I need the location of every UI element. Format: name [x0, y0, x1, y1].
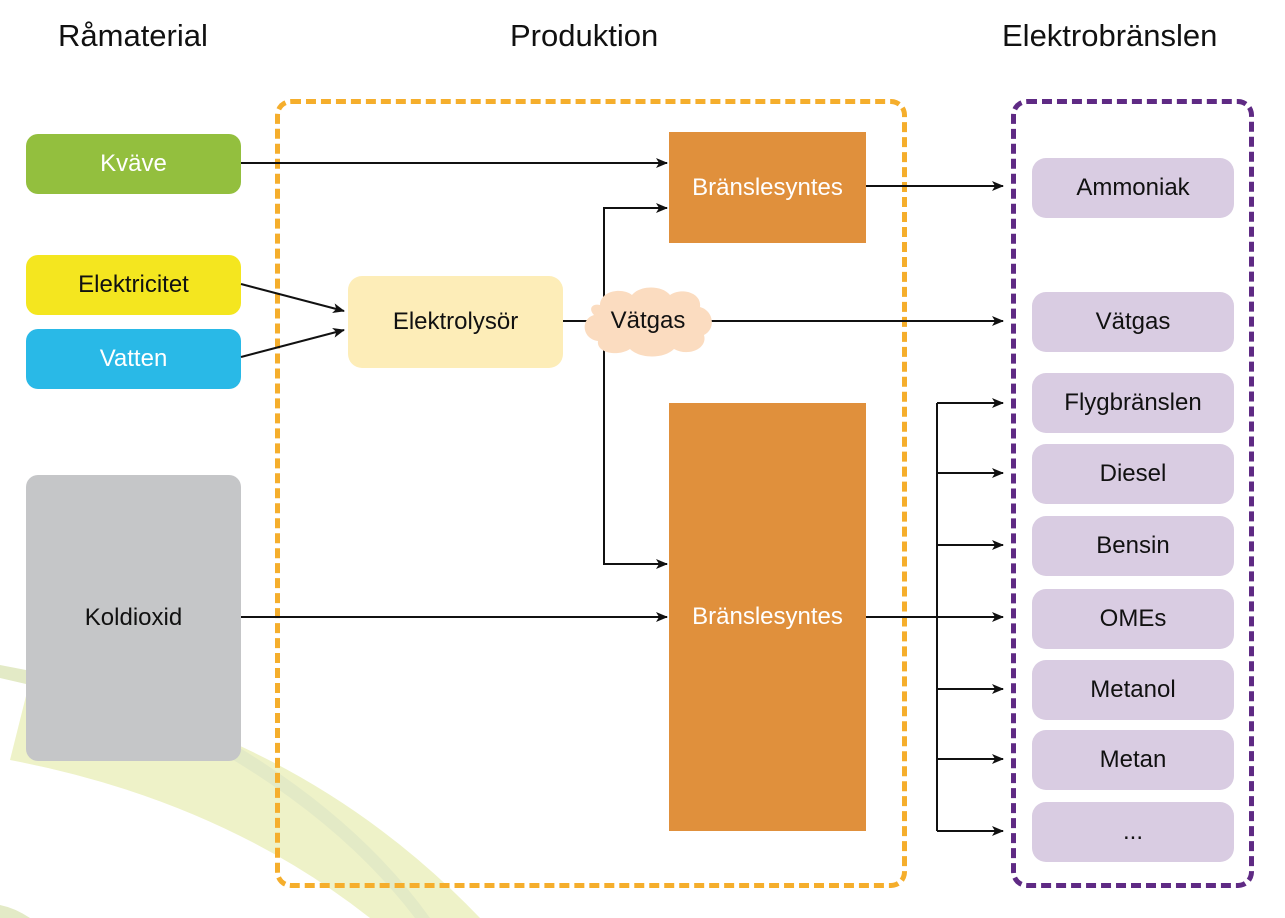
raw-koldioxid-label: Koldioxid	[84, 604, 183, 631]
fuel-more: ...	[1032, 802, 1234, 862]
fuel-metanol: Metanol	[1032, 660, 1234, 720]
electrofuels-frame	[1011, 99, 1254, 888]
raw-elektricitet-label: Elektricitet	[78, 271, 189, 298]
arrow-vatten-electrolyzer	[240, 327, 345, 358]
production-frame	[275, 99, 907, 888]
fuel-label: Diesel	[1099, 460, 1167, 487]
fuel-label: Flygbränslen	[1064, 389, 1202, 416]
arrow-elektricitet-electrolyzer	[240, 283, 345, 314]
fuel-label: ...	[1122, 818, 1143, 845]
raw-elektricitet: Elektricitet	[26, 255, 241, 315]
hydrogen-cloud-label: Vätgas	[610, 307, 686, 334]
fuel-label: OMEs	[1099, 605, 1167, 632]
header-raw-materials: Råmaterial	[58, 18, 208, 53]
fuel-vatgas: Vätgas	[1032, 292, 1234, 352]
background-arc-bottom	[0, 905, 30, 918]
fuel-label: Metanol	[1090, 676, 1176, 703]
synthesis-bottom: Bränslesyntes	[669, 403, 866, 831]
header-production: Produktion	[510, 18, 659, 53]
synthesis-bottom-label: Bränslesyntes	[692, 603, 843, 630]
fuel-label: Bensin	[1096, 532, 1170, 559]
fuel-metan: Metan	[1032, 730, 1234, 790]
fuel-label: Ammoniak	[1076, 174, 1190, 201]
header-electrofuels: Elektrobränslen	[1002, 18, 1218, 53]
fuel-label: Metan	[1099, 746, 1167, 773]
fuel-bensin: Bensin	[1032, 516, 1234, 576]
raw-vatten-label: Vatten	[99, 345, 168, 372]
fuel-omes: OMEs	[1032, 589, 1234, 649]
background-arc-outer	[225, 745, 430, 918]
synthesis-top-label: Bränslesyntes	[692, 173, 843, 201]
fuel-ammoniak: Ammoniak	[1032, 158, 1234, 218]
electrolyzer: Elektrolysör	[348, 276, 563, 368]
electrolyzer-label: Elektrolysör	[392, 308, 519, 335]
arrow-hydrogen-synthesis-bottom	[603, 345, 668, 569]
background-arc-left	[0, 665, 26, 684]
cloud-icon	[584, 287, 712, 357]
arrow-hydrogen-synthesis-top	[603, 203, 668, 300]
fuel-label: Vätgas	[1095, 308, 1171, 335]
raw-vatten: Vatten	[26, 329, 241, 389]
fuel-diesel: Diesel	[1032, 444, 1234, 504]
raw-koldioxid: Koldioxid	[26, 475, 241, 761]
raw-kvave: Kväve	[26, 134, 241, 194]
hydrogen-cloud: Vätgas	[578, 283, 718, 359]
raw-kvave-label: Kväve	[100, 150, 167, 177]
fuel-flygbranslen: Flygbränslen	[1032, 373, 1234, 433]
synthesis-top: Bränslesyntes	[669, 132, 866, 243]
